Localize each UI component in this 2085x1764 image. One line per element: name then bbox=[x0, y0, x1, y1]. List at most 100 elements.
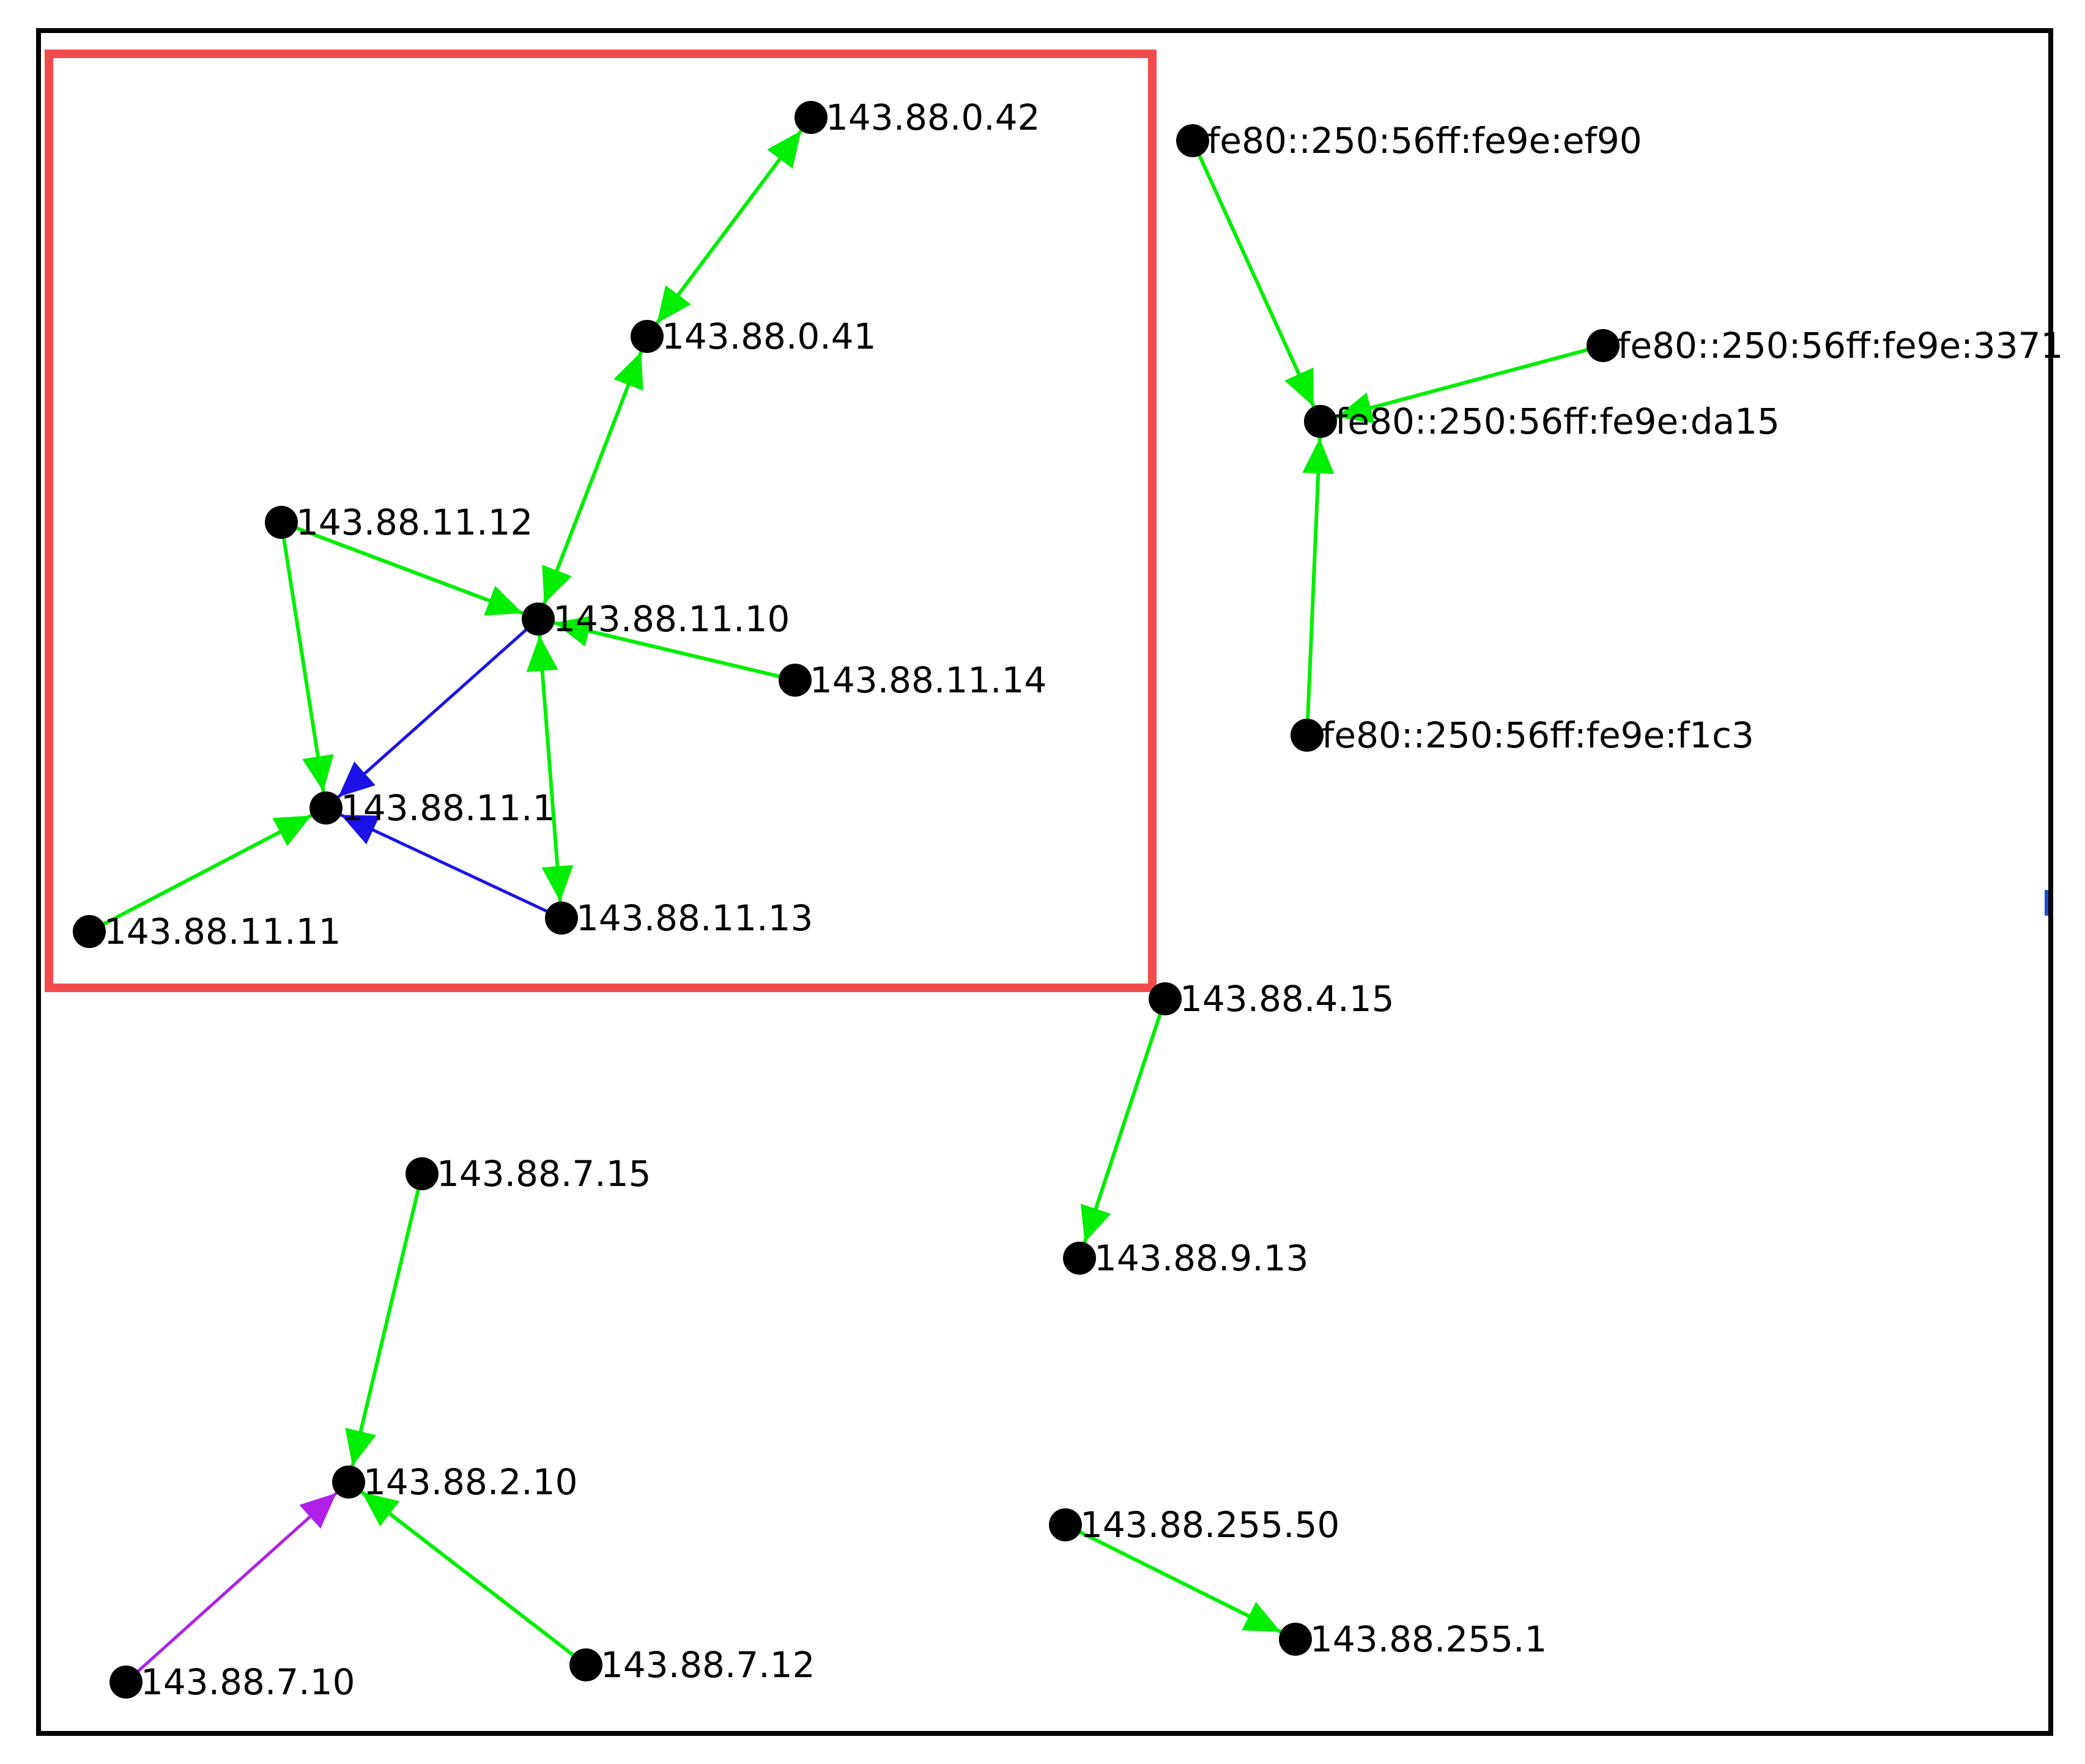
edge-n14-n15 bbox=[345, 1173, 424, 1483]
edge-line bbox=[347, 1173, 424, 1483]
edge-arrowhead bbox=[1284, 367, 1314, 407]
graph-node[interactable]: fe80::250:56ff:fe9e:da15 bbox=[1304, 401, 1780, 442]
node-label: 143.88.255.50 bbox=[1080, 1504, 1339, 1546]
graph-node[interactable]: 143.88.11.11 bbox=[73, 911, 341, 952]
edge-n12-n13 bbox=[1078, 998, 1167, 1259]
node-dot[interactable] bbox=[109, 1666, 143, 1699]
node-label: 143.88.11.12 bbox=[296, 502, 533, 543]
edge-n1-n3 bbox=[536, 335, 649, 620]
edge-n18-n19 bbox=[1064, 1523, 1297, 1641]
node-dot[interactable] bbox=[1279, 1623, 1312, 1656]
edge-n3-n5 bbox=[325, 618, 539, 809]
node-label: 143.88.7.10 bbox=[141, 1661, 355, 1703]
edge-arrowhead bbox=[299, 1493, 336, 1529]
graph-node[interactable]: 143.88.7.15 bbox=[406, 1153, 651, 1195]
node-dot[interactable] bbox=[309, 791, 343, 825]
edge-arrowhead bbox=[526, 635, 558, 672]
graph-node[interactable]: 143.88.7.12 bbox=[569, 1644, 815, 1686]
node-dot[interactable] bbox=[522, 602, 555, 636]
edge-arrowhead bbox=[302, 754, 334, 792]
edge-marker bbox=[2045, 890, 2048, 916]
graph-node[interactable]: 143.88.2.10 bbox=[332, 1461, 578, 1503]
node-label: 143.88.11.11 bbox=[104, 911, 341, 952]
graph-frame bbox=[36, 28, 2053, 1736]
highlight-box bbox=[45, 50, 1157, 992]
graph-node[interactable]: 143.88.11.1 bbox=[309, 787, 555, 829]
node-dot[interactable] bbox=[1587, 329, 1620, 362]
node-label: 143.88.7.12 bbox=[601, 1644, 815, 1686]
edge-arrowhead bbox=[361, 1492, 400, 1527]
edge-arrowhead bbox=[554, 615, 593, 647]
graph-node[interactable]: 143.88.11.10 bbox=[522, 598, 790, 640]
graph-node[interactable]: 143.88.11.14 bbox=[779, 659, 1046, 701]
node-dot[interactable] bbox=[1149, 982, 1182, 1015]
graph-node[interactable]: 143.88.4.15 bbox=[1149, 978, 1394, 1020]
node-dot[interactable] bbox=[332, 1466, 365, 1499]
node-label: 143.88.2.10 bbox=[363, 1461, 578, 1503]
node-dot[interactable] bbox=[265, 506, 298, 539]
edge-arrowhead bbox=[1302, 437, 1335, 475]
node-label: fe80::250:56ff:fe9e:3371 bbox=[1618, 325, 2063, 366]
node-dot[interactable] bbox=[1063, 1242, 1096, 1275]
edge-arrowhead bbox=[272, 815, 312, 847]
node-label: 143.88.7.15 bbox=[437, 1153, 651, 1195]
graph-node[interactable]: fe80::250:56ff:fe9e:ef90 bbox=[1176, 120, 1642, 161]
nodes-layer: 143.88.0.42 143.88.0.41 143.88.11.12 143.88… bbox=[73, 97, 2063, 1703]
edge-n3-n7 bbox=[526, 618, 574, 919]
edge-n9-n10 bbox=[1320, 344, 1604, 424]
edge-n7-n5 bbox=[325, 806, 563, 920]
node-dot[interactable] bbox=[779, 664, 812, 697]
node-label: fe80::250:56ff:fe9e:ef90 bbox=[1207, 120, 1642, 161]
node-dot[interactable] bbox=[569, 1648, 602, 1681]
node-label: 143.88.0.41 bbox=[662, 316, 876, 357]
node-dot[interactable] bbox=[1176, 124, 1209, 157]
node-label: 143.88.11.13 bbox=[576, 897, 813, 939]
node-dot[interactable] bbox=[1291, 719, 1324, 752]
node-dot[interactable] bbox=[1049, 1508, 1082, 1541]
edge-n0-n1 bbox=[645, 116, 813, 338]
edge-arrowhead bbox=[484, 585, 523, 616]
edge-arrowhead bbox=[1336, 392, 1375, 424]
edge-arrowhead bbox=[1080, 1204, 1111, 1243]
edge-arrowhead bbox=[657, 285, 691, 324]
graph-node[interactable]: 143.88.9.13 bbox=[1063, 1237, 1309, 1279]
edge-arrowhead bbox=[767, 130, 801, 169]
edge-n4-n3 bbox=[538, 615, 796, 682]
edge-n16-n15 bbox=[125, 1481, 350, 1683]
edge-n2-n5 bbox=[280, 522, 334, 809]
graph-node[interactable]: fe80::250:56ff:fe9e:3371 bbox=[1587, 325, 2063, 366]
edge-arrowhead bbox=[613, 352, 643, 391]
graph-node[interactable]: 143.88.7.10 bbox=[109, 1661, 355, 1703]
node-dot[interactable] bbox=[545, 902, 578, 935]
edge-line bbox=[1305, 421, 1322, 736]
edge-arrowhead bbox=[542, 565, 572, 604]
node-dot[interactable] bbox=[406, 1157, 439, 1190]
graph-node[interactable]: 143.88.255.1 bbox=[1279, 1618, 1547, 1660]
edges-layer bbox=[88, 116, 1604, 1683]
node-label: 143.88.11.10 bbox=[553, 598, 790, 640]
edge-n8-n10 bbox=[1191, 139, 1322, 423]
edge-n17-n15 bbox=[347, 1480, 587, 1667]
node-label: 143.88.11.1 bbox=[341, 787, 555, 829]
graph-node[interactable]: 143.88.0.42 bbox=[794, 97, 1040, 138]
edge-n11-n10 bbox=[1302, 421, 1335, 736]
edge-arrowhead bbox=[1242, 1601, 1281, 1632]
node-dot[interactable] bbox=[794, 101, 828, 134]
node-label: fe80::250:56ff:fe9e:f1c3 bbox=[1322, 714, 1754, 756]
edge-arrowhead bbox=[345, 1428, 376, 1466]
graph-node[interactable]: 143.88.11.12 bbox=[265, 502, 533, 543]
node-label: 143.88.255.1 bbox=[1310, 1618, 1547, 1660]
graph-node[interactable]: 143.88.0.41 bbox=[631, 316, 876, 357]
edge-arrowhead bbox=[341, 815, 380, 845]
node-dot[interactable] bbox=[631, 320, 664, 353]
graph-node[interactable]: 143.88.255.50 bbox=[1049, 1504, 1339, 1546]
graph-node[interactable]: fe80::250:56ff:fe9e:f1c3 bbox=[1291, 714, 1754, 756]
edge-arrowhead bbox=[541, 865, 574, 902]
edge-arrowhead bbox=[338, 762, 376, 798]
node-dot[interactable] bbox=[73, 915, 106, 948]
node-dot[interactable] bbox=[1304, 405, 1337, 438]
edge-n2-n3 bbox=[280, 521, 539, 621]
graph-node[interactable]: 143.88.11.13 bbox=[545, 897, 813, 939]
